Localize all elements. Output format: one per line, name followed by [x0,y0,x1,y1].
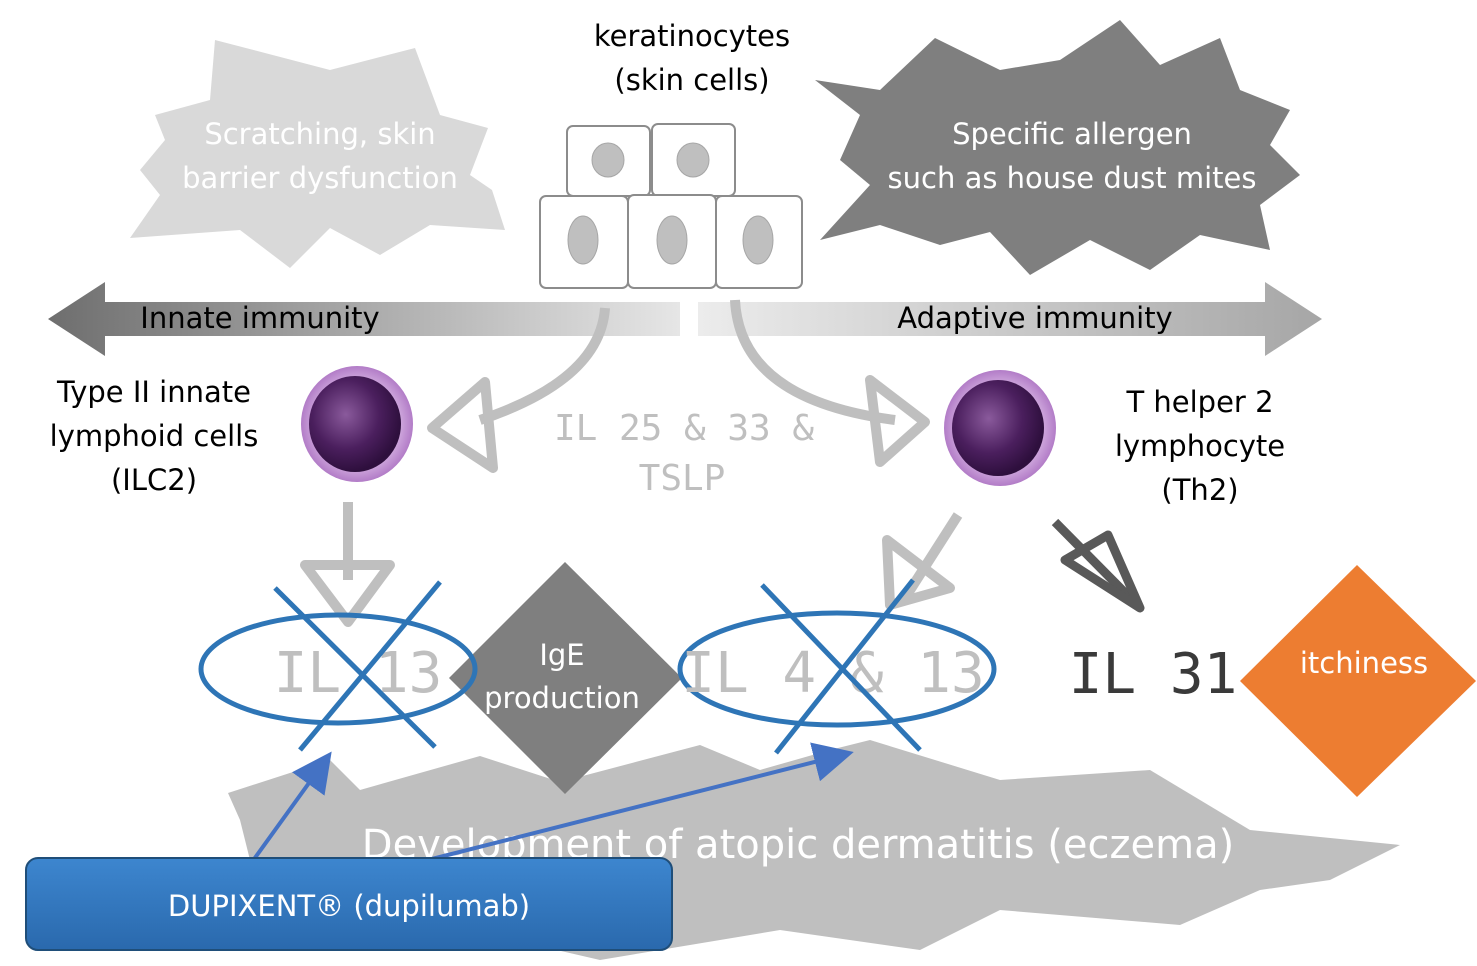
ige-diamond [449,562,682,794]
left-burst-line2: barrier dysfunction [182,161,458,195]
arrow-th2-to-il4-13 [882,512,963,610]
il4-13-label: IL 4 & 13 [681,641,984,706]
cytokines-line1: IL 25 & 33 & [554,408,814,449]
cytokines-line2: TSLP [639,458,726,499]
itchiness-label: itchiness [1300,646,1428,680]
il4-13-cross-line [774,578,915,755]
th2-line2: lymphocyte [1115,429,1285,463]
curve-arrow-to-th2 [730,299,930,467]
left-burst-line1: Scratching, skin [204,117,435,151]
drug-arrow-to-il4-13 [419,742,854,864]
right-burst-line2: such as house dust mites [888,161,1257,195]
ilc2-cell-icon [301,366,413,482]
adaptive-immunity-arrow [698,282,1322,356]
th2-line3: (Th2) [1161,473,1238,507]
il31-label: IL 31 [1069,642,1238,707]
il4-13-oval [677,610,997,728]
curve-arrow-to-ilc2 [427,307,610,473]
il13-cross-line [273,586,437,749]
innate-immunity-label: Innate immunity [140,301,379,335]
ige-line2: production [484,681,640,715]
th2-cell-icon [944,370,1056,486]
itchiness-diamond [1240,565,1476,797]
th2-line1: T helper 2 [1125,385,1273,419]
right-burst [815,20,1300,275]
dupixent-label: DUPIXENT® (dupilumab) [168,889,530,923]
left-burst [130,40,505,268]
il4-13-blocked-group: IL 4 & 13 [677,578,997,755]
innate-immunity-arrow [48,282,680,356]
ilc2-line3: (ILC2) [111,463,197,497]
adaptive-immunity-label: Adaptive immunity [897,301,1172,335]
ilc2-line1: Type II innate [56,375,251,409]
keratinocytes-line1: keratinocytes [594,19,790,53]
il13-oval [198,612,478,726]
ilc2-line2: lymphoid cells [50,419,259,453]
il13-cross-line [298,580,442,752]
right-burst-line1: Specific allergen [952,117,1192,151]
il13-blocked-group: IL 13 [198,580,478,752]
ige-line1: IgE [539,638,584,672]
keratinocytes-line2: (skin cells) [614,63,769,97]
drug-arrow-to-il13 [250,751,332,864]
dupixent-box[interactable] [25,857,673,951]
keratinocyte-nuclei [567,142,774,265]
arrow-th2-to-il31 [1051,518,1145,613]
arrow-ilc2-to-il13 [300,502,395,627]
